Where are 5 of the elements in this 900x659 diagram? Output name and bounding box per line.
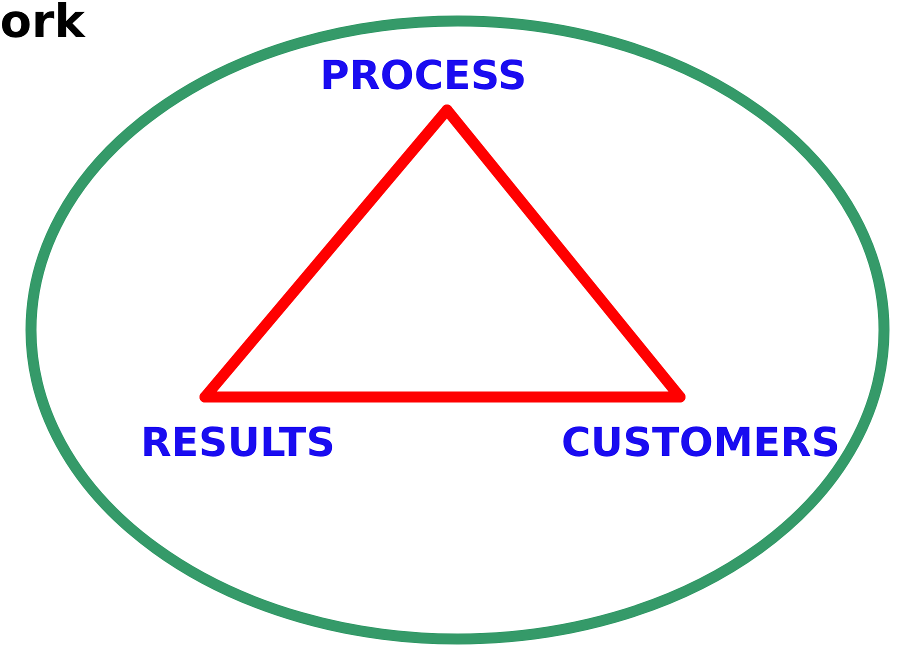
vertex-label: PROCESS bbox=[320, 52, 527, 100]
title-fragment: ork bbox=[0, 0, 85, 48]
triangle-side bbox=[442, 104, 686, 402]
vertex-label: RESULTS bbox=[140, 418, 335, 466]
vertex-label: CUSTOMERS bbox=[561, 418, 840, 466]
